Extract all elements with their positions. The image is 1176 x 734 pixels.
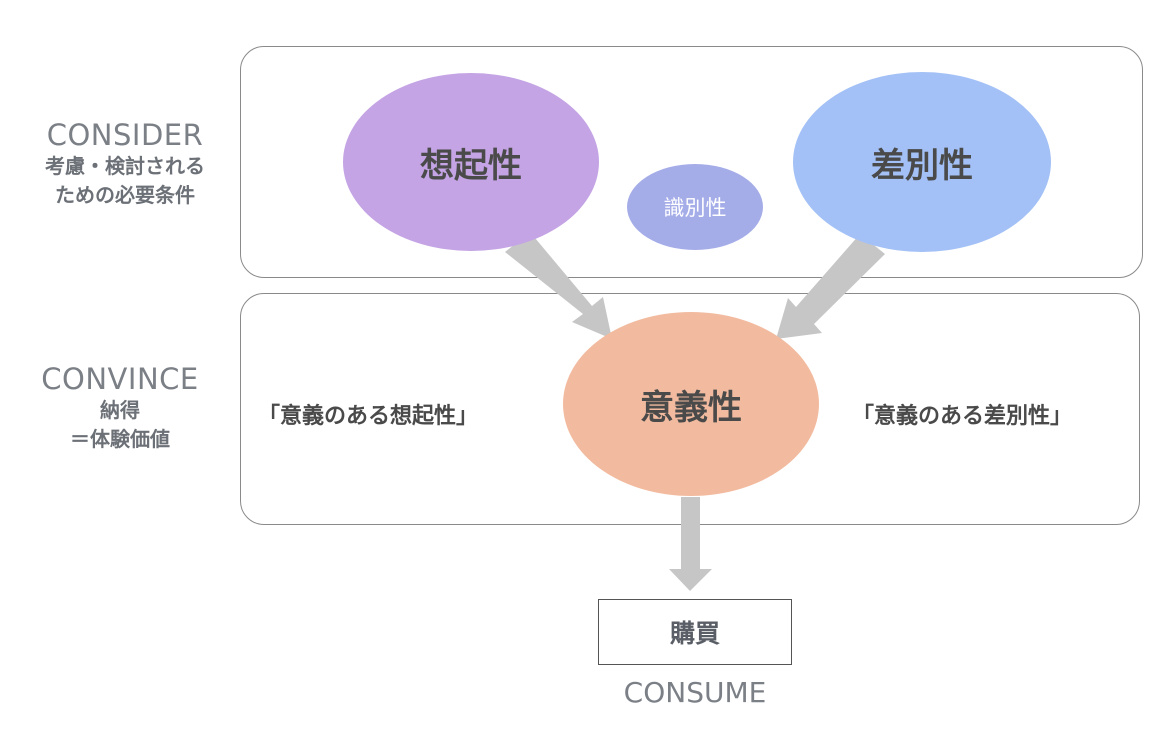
convince-description-line1: 納得 xyxy=(100,398,140,422)
consume-label: CONSUME xyxy=(623,676,767,709)
recall-node: 想起性 xyxy=(343,73,599,251)
meaning-node-label: 意義性 xyxy=(640,387,742,428)
distinct-node-label: 差別性 xyxy=(871,145,973,186)
convince-label: CONVINCE 納得 ＝体験価値 xyxy=(10,362,230,454)
meaningful-recall-label: 「意義のある想起性」 xyxy=(258,404,479,429)
identify-node-label: 識別性 xyxy=(663,196,727,220)
consider-title: CONSIDER xyxy=(46,118,204,152)
convince-description-line2: ＝体験価値 xyxy=(70,427,170,451)
consider-description-line1: 考慮・検討される xyxy=(45,154,205,178)
recall-node-label: 想起性 xyxy=(420,145,522,186)
purchase-box: 購買 xyxy=(598,599,792,665)
consider-label: CONSIDER 考慮・検討される ための必要条件 xyxy=(10,118,240,210)
consider-description-line2: ための必要条件 xyxy=(55,183,195,207)
meaning-node: 意義性 xyxy=(563,312,819,496)
purchase-label: 購買 xyxy=(669,619,720,648)
convince-title: CONVINCE xyxy=(41,362,199,396)
distinct-node: 差別性 xyxy=(793,72,1051,252)
meaningful-distinct-label: 「意義のある差別性」 xyxy=(852,404,1073,429)
identify-node: 識別性 xyxy=(627,164,763,250)
